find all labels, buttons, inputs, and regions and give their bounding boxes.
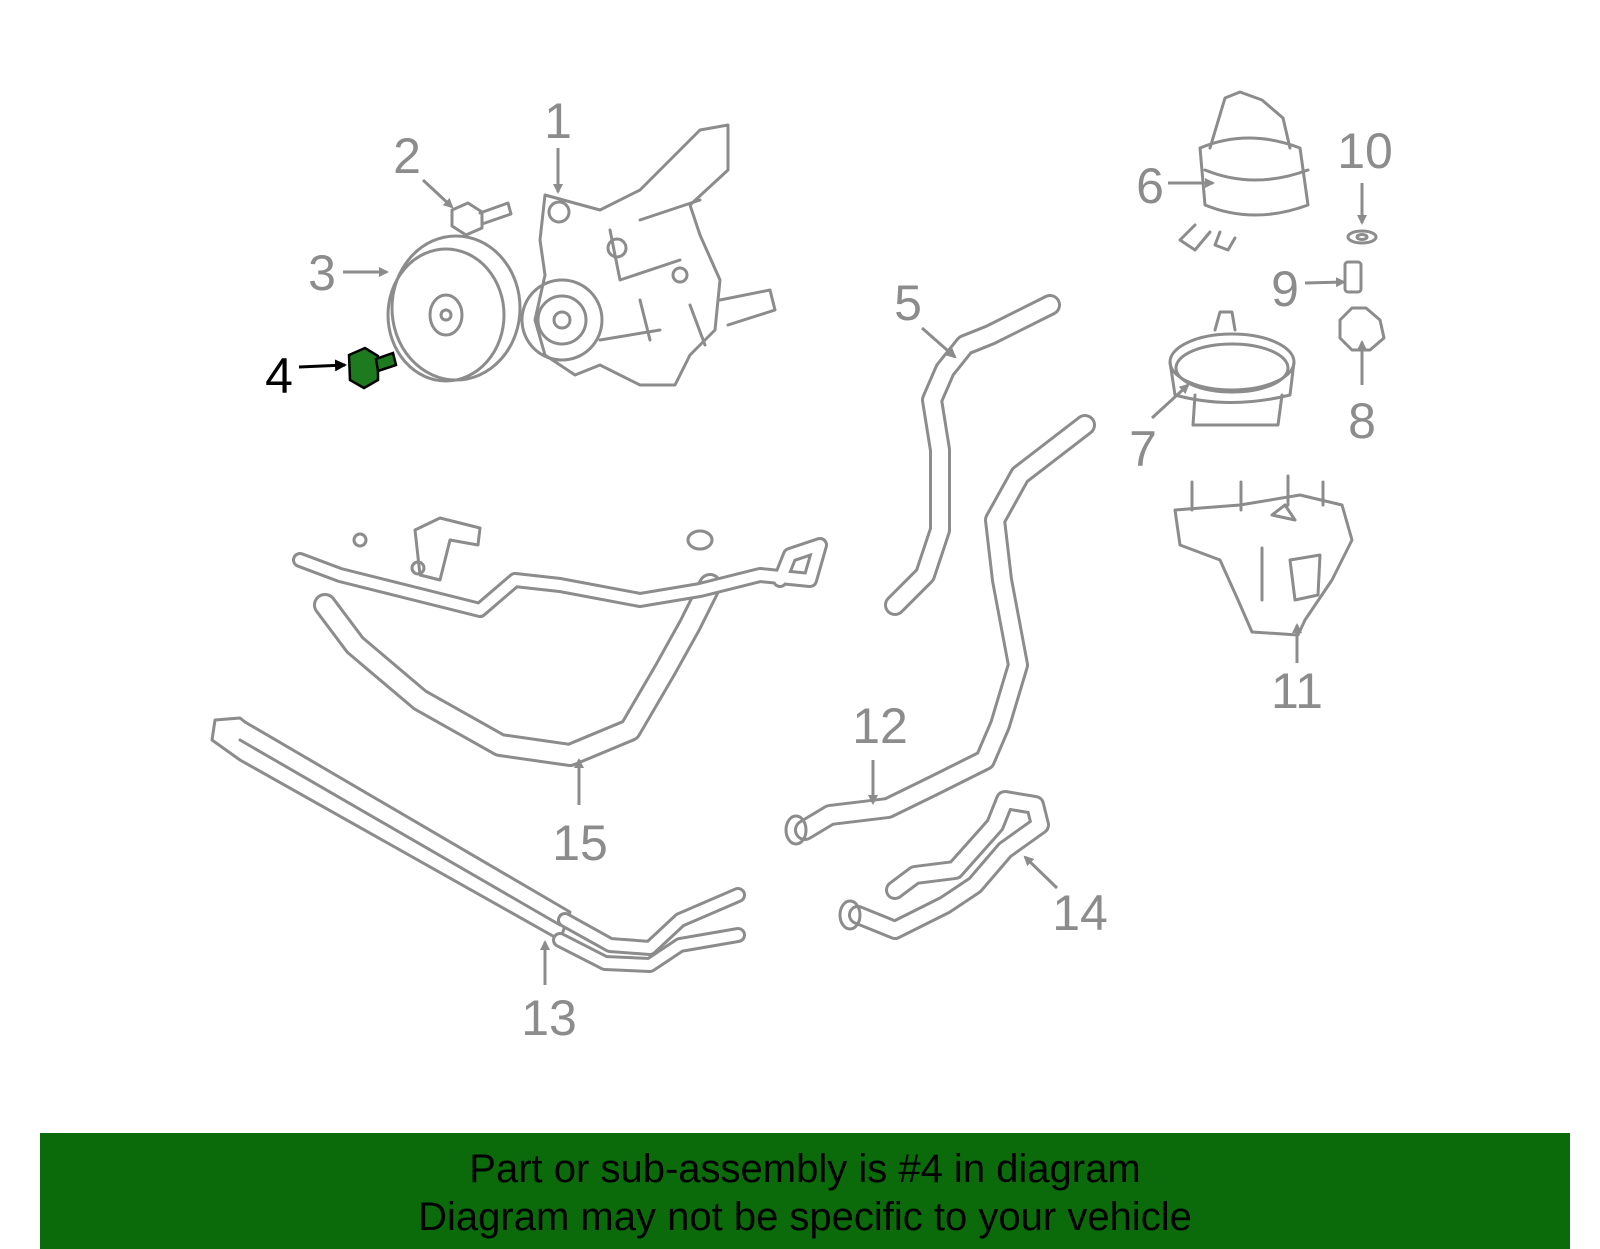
cooler-part-13[interactable] xyxy=(210,716,746,973)
pressure-line-part-15[interactable] xyxy=(292,516,828,767)
callout-6: 6 xyxy=(1136,158,1164,214)
callout-3: 3 xyxy=(308,245,336,301)
sleeve-part-9[interactable] xyxy=(1343,260,1363,294)
cap-part-8[interactable] xyxy=(1338,306,1386,352)
callout-11: 11 xyxy=(1271,663,1323,719)
bolt-part-2[interactable] xyxy=(450,201,513,237)
callout-7: 7 xyxy=(1129,421,1157,477)
callout-12: 12 xyxy=(852,698,908,754)
reservoir-part-6[interactable] xyxy=(1178,90,1310,252)
hose-part-12[interactable] xyxy=(784,414,1096,846)
hose-part-5[interactable] xyxy=(884,294,1061,616)
callout-numbers: 1 2 3 4 5 6 7 8 9 10 11 12 13 14 15 xyxy=(265,93,1393,1046)
hose-part-14[interactable] xyxy=(838,790,1050,940)
callout-1: 1 xyxy=(544,93,572,149)
pulley-part-3[interactable] xyxy=(386,234,522,383)
callout-14: 14 xyxy=(1052,885,1108,941)
banner-line-disclaimer: Diagram may not be specific to your vehi… xyxy=(418,1195,1192,1239)
power-steering-pump[interactable] xyxy=(520,123,777,387)
callout-9: 9 xyxy=(1271,261,1299,317)
callout-5: 5 xyxy=(894,275,922,331)
callout-13: 13 xyxy=(521,990,577,1046)
leader-lines xyxy=(298,148,1367,985)
mounting-bracket-part-11[interactable] xyxy=(1173,474,1354,637)
highlighted-bolt-part-4[interactable] xyxy=(347,346,398,390)
callout-15: 15 xyxy=(552,815,608,871)
callout-4: 4 xyxy=(265,348,293,404)
callout-8: 8 xyxy=(1348,393,1376,449)
callout-2: 2 xyxy=(393,128,421,184)
washer-part-10[interactable] xyxy=(1346,229,1378,245)
banner-line-part-info: Part or sub-assembly is #4 in diagram xyxy=(469,1147,1141,1191)
info-banner: Part or sub-assembly is #4 in diagram Di… xyxy=(40,1133,1570,1249)
bracket-ring-part-7[interactable] xyxy=(1168,310,1296,427)
callout-10: 10 xyxy=(1337,123,1393,179)
